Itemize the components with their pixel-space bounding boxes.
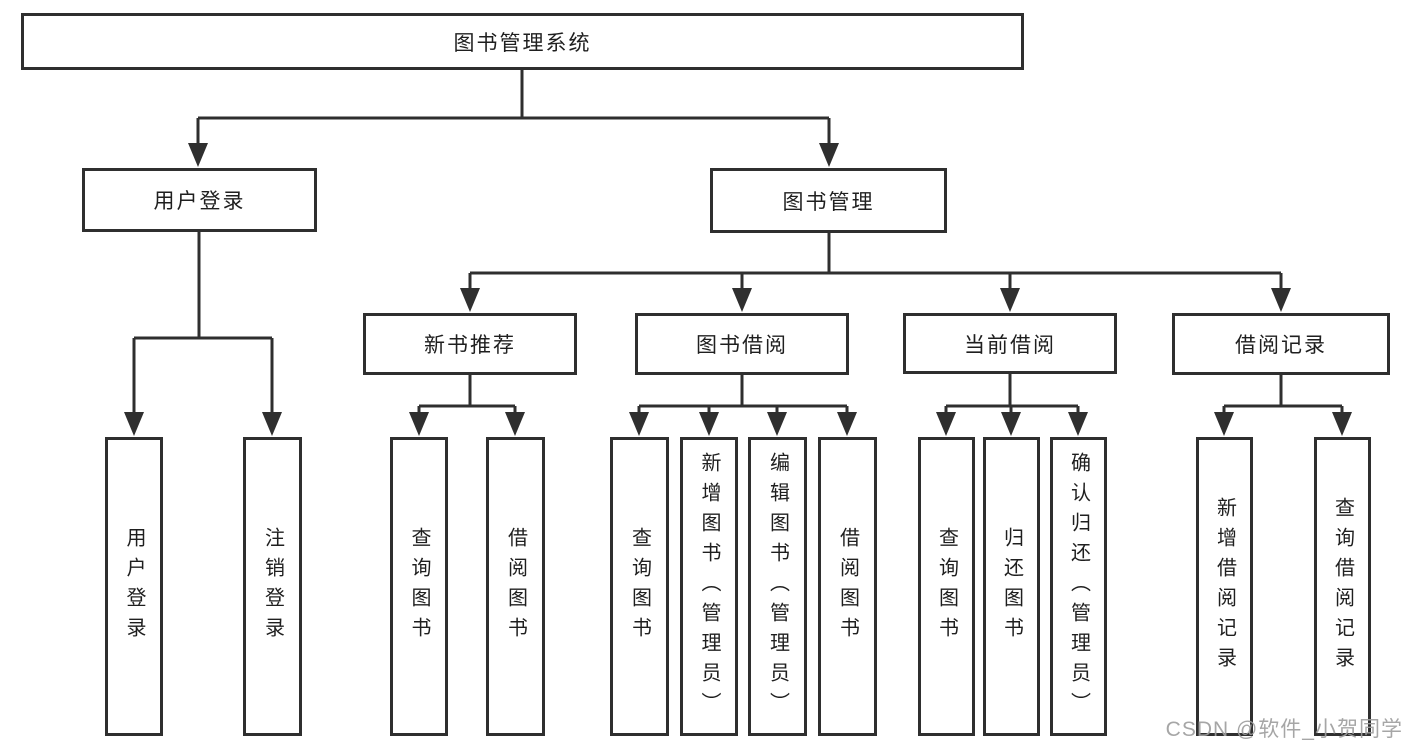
arrowheads bbox=[124, 143, 1352, 436]
node-user-login: 用户登录 bbox=[82, 168, 317, 232]
node-book-borrowing: 图书借阅 bbox=[635, 313, 849, 375]
leaf-borrow-books-newrec: 借阅图书 bbox=[486, 437, 545, 736]
leaf-query-borrow-record: 查询借阅记录 bbox=[1314, 437, 1371, 736]
node-current-borrowing: 当前借阅 bbox=[903, 313, 1117, 374]
leaf-user-login: 用户登录 bbox=[105, 437, 163, 736]
node-new-book-recommendation: 新书推荐 bbox=[363, 313, 577, 375]
leaf-logout: 注销登录 bbox=[243, 437, 302, 736]
node-root: 图书管理系统 bbox=[21, 13, 1024, 70]
leaf-add-borrow-record: 新增借阅记录 bbox=[1196, 437, 1253, 736]
leaf-add-books-admin: 新增图书（管理员） bbox=[680, 437, 738, 736]
leaf-confirm-return-admin: 确认归还（管理员） bbox=[1050, 437, 1107, 736]
watermark: CSDN @软件_小贺同学 bbox=[1165, 718, 1403, 741]
leaf-query-books-borrowing: 查询图书 bbox=[610, 437, 669, 736]
leaf-return-books: 归还图书 bbox=[983, 437, 1040, 736]
leaf-query-books-current: 查询图书 bbox=[918, 437, 975, 736]
leaf-query-books-newrec: 查询图书 bbox=[390, 437, 448, 736]
node-book-management: 图书管理 bbox=[710, 168, 947, 233]
node-borrowing-records: 借阅记录 bbox=[1172, 313, 1390, 375]
leaf-borrow-books-borrowing: 借阅图书 bbox=[818, 437, 877, 736]
leaf-edit-books-admin: 编辑图书（管理员） bbox=[748, 437, 807, 736]
